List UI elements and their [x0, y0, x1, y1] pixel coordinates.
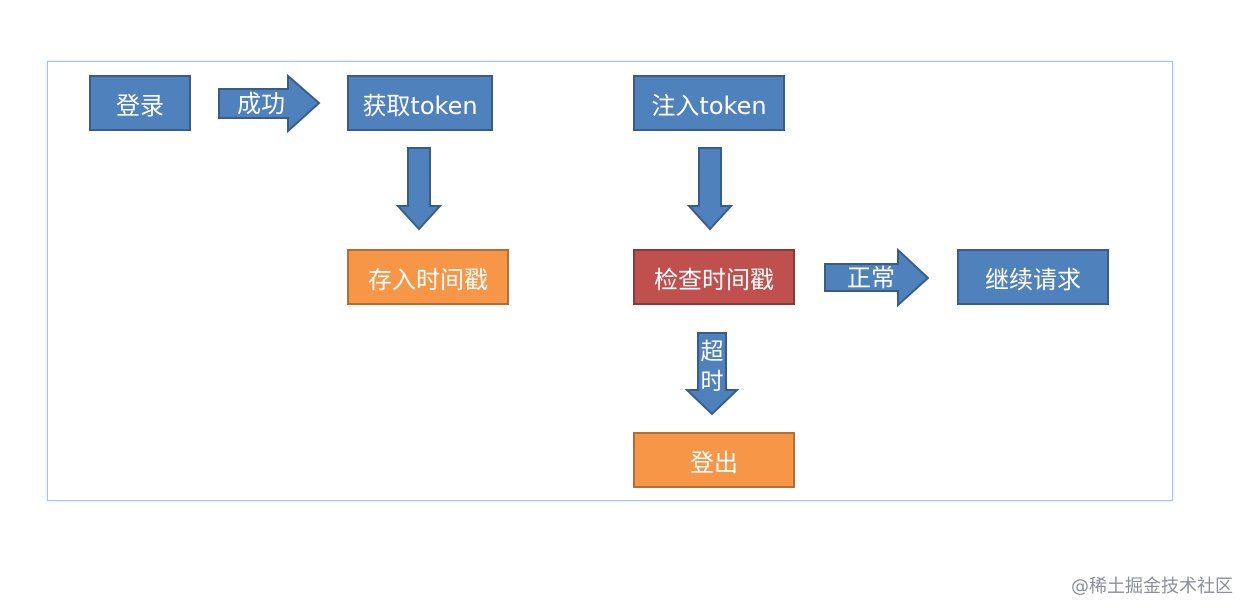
node-get-token: 获取token [347, 75, 493, 131]
arrow-inject-to-check [686, 147, 734, 231]
node-check-timestamp: 检查时间戳 [633, 249, 795, 305]
arrow-normal [824, 247, 930, 308]
arrow-success [218, 73, 321, 134]
node-logout: 登出 [633, 432, 795, 488]
arrow-timeout [684, 332, 740, 416]
label-success: 成功 [237, 90, 285, 118]
node-inject-token: 注入token [633, 75, 785, 131]
watermark: @稀土掘金技术社区 [1071, 576, 1233, 597]
node-login: 登录 [89, 75, 191, 131]
node-continue-request: 继续请求 [957, 249, 1109, 305]
node-store-timestamp: 存入时间戳 [347, 249, 509, 305]
label-timeout: 超时 [700, 339, 724, 395]
arrow-get-to-store [395, 147, 443, 231]
label-normal: 正常 [847, 264, 895, 292]
